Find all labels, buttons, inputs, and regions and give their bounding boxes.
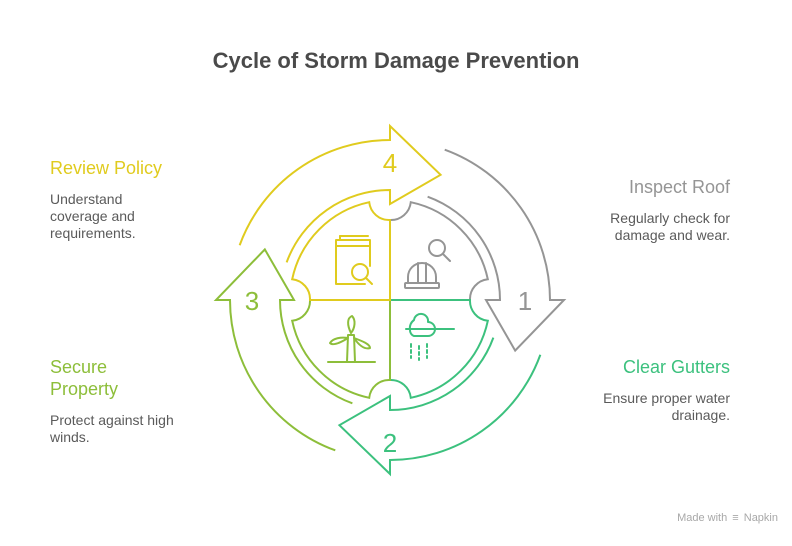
quadrant-step-4 <box>290 200 391 301</box>
gutter-rain-icon <box>405 312 455 361</box>
step-2-block: Clear Gutters Ensure proper water draina… <box>540 356 730 424</box>
hardhat-search-icon <box>404 239 451 289</box>
step-1-heading: Inspect Roof <box>628 177 730 197</box>
step-1-description: Regularly check for damage and wear. <box>610 210 730 243</box>
step-3-number: 3 <box>245 286 259 316</box>
step-3-heading: Secure Property <box>50 357 119 399</box>
wind-turbine-icon <box>327 315 376 363</box>
step-4-description: Understand coverage and requirements. <box>50 191 136 241</box>
step-4-number: 4 <box>383 148 397 178</box>
book-search-icon <box>335 235 373 285</box>
step-2-number: 2 <box>383 428 397 458</box>
step-1-arrow <box>427 148 567 353</box>
step-3-arrow <box>213 247 353 452</box>
step-2-heading: Clear Gutters <box>622 357 730 377</box>
step-4-heading: Review Policy <box>50 158 163 178</box>
quadrant-step-2 <box>389 299 490 400</box>
step-4-arrow <box>238 123 443 263</box>
step-1-number: 1 <box>518 286 532 316</box>
step-1-block: Inspect Roof Regularly check for damage … <box>540 176 730 244</box>
step-3-block: Secure Property Protect against high win… <box>50 356 220 446</box>
step-3-description: Protect against high winds. <box>50 412 174 445</box>
step-2-arrow <box>337 337 542 477</box>
quadrant-step-3 <box>290 299 391 400</box>
quadrant-step-1 <box>389 200 490 301</box>
step-4-block: Review Policy Understand coverage and re… <box>50 157 220 242</box>
step-2-description: Ensure proper water drainage. <box>603 390 730 423</box>
napkin-logo-icon: ≡ <box>732 512 739 524</box>
diagram-title: Cycle of Storm Damage Prevention <box>212 48 580 73</box>
napkin-watermark: Made with ≡ Napkin <box>677 512 778 524</box>
